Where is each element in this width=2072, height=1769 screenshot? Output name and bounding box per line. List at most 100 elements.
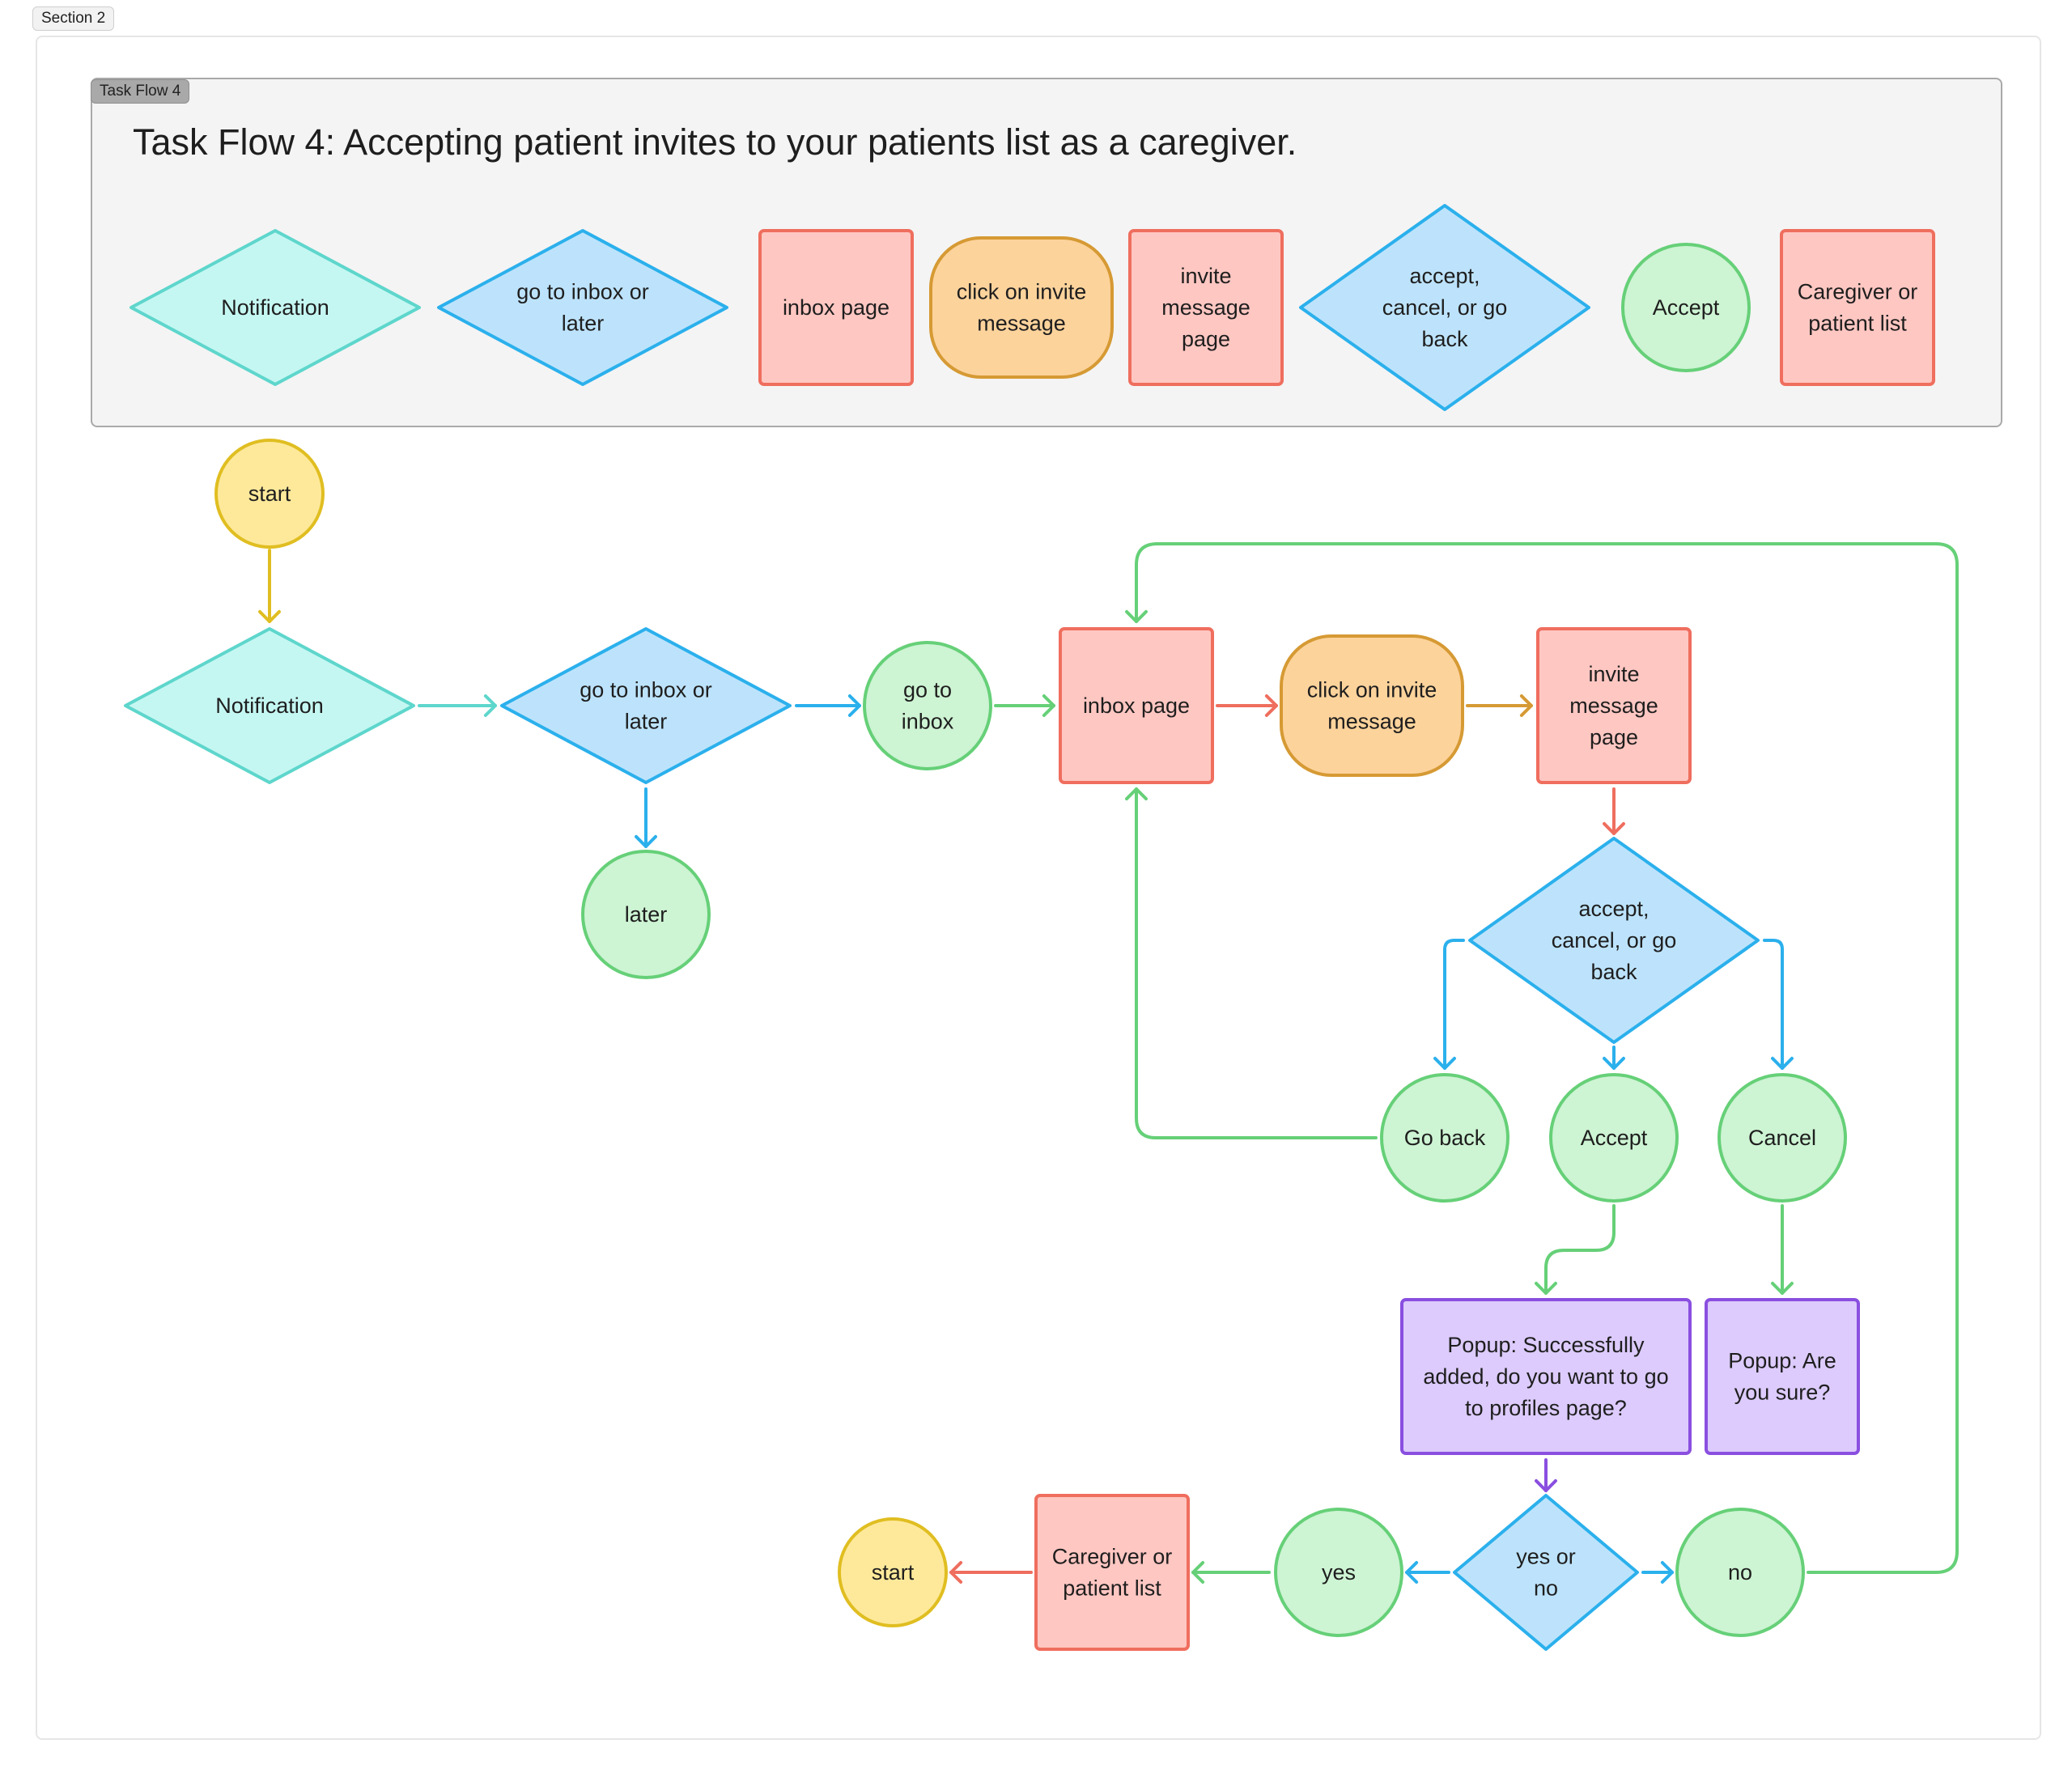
node-accept-cancel-or-go-back-shape (1468, 837, 1760, 1044)
edge-yes-or-no-to-yes[interactable] (1405, 1561, 1450, 1584)
node-caregiver-or-patient-list-shape (1034, 1494, 1190, 1651)
arrowhead-icon (635, 834, 657, 848)
node-no[interactable]: nono (1675, 1508, 1805, 1637)
legend-invite-message-page-shape (1128, 229, 1284, 386)
arrowhead-icon (1125, 609, 1148, 623)
edge-accept-cancel-or-go-back-to-cancel[interactable] (1763, 939, 1794, 1070)
edge-accept-to-popup-successfully-added[interactable] (1535, 1204, 1616, 1295)
legend-notification-label: Notification (221, 295, 329, 320)
arrowhead-icon (1771, 1281, 1794, 1295)
legend-caregiver-or-patient-list-shape (1780, 229, 1935, 386)
node-accept-label: Accept (1581, 1126, 1648, 1150)
edge-no-to-inbox-page[interactable] (1125, 542, 1959, 1574)
legend-accept[interactable]: AcceptAccept (1621, 243, 1751, 372)
connector-line (1135, 787, 1378, 1139)
node-notification-label: Notification (215, 694, 324, 718)
node-notification[interactable]: NotificationNotification (124, 627, 415, 784)
edge-go-to-inbox-or-later-to-go-to-inbox[interactable] (795, 694, 861, 717)
arrowhead-icon (1125, 787, 1148, 801)
node-popup-successfully-added-shape (1400, 1298, 1692, 1455)
node-accept-shape (1549, 1073, 1679, 1203)
edge-yes-or-no-to-no[interactable] (1641, 1561, 1674, 1584)
node-go-back-shape (1380, 1073, 1509, 1203)
node-no-label: no (1728, 1560, 1752, 1584)
arrowhead-icon (949, 1561, 963, 1584)
edge-notification-to-go-to-inbox-or-later[interactable] (418, 694, 497, 717)
legend-inbox-page-shape (758, 229, 914, 386)
node-go-to-inbox-or-later-shape (500, 627, 792, 784)
node-cancel[interactable]: CancelCancel (1717, 1073, 1847, 1203)
arrowhead-icon (1042, 694, 1055, 717)
node-cancel-label: Cancel (1748, 1126, 1816, 1150)
arrowhead-icon (847, 694, 861, 717)
edge-start-top-to-notification[interactable] (258, 549, 281, 623)
edge-go-back-to-inbox-page[interactable] (1125, 787, 1378, 1139)
section-label[interactable]: Section 2 (32, 6, 115, 31)
arrowhead-icon (1405, 1561, 1419, 1584)
edge-caregiver-or-patient-list-to-start-end[interactable] (949, 1561, 1033, 1584)
node-notification-shape (124, 627, 415, 784)
node-inbox-page[interactable]: inbox pageinbox page (1059, 627, 1214, 784)
legend-inbox-page-label: inbox page (783, 295, 890, 320)
arrowhead-icon (1519, 694, 1533, 717)
edge-yes-to-caregiver-or-patient-list[interactable] (1191, 1561, 1271, 1584)
arrowhead-icon (1264, 694, 1278, 717)
legend-inbox-page[interactable]: inbox pageinbox page (758, 229, 914, 386)
edge-popup-successfully-added-to-yes-or-no[interactable] (1535, 1458, 1557, 1492)
legend-frame-label[interactable]: Task Flow 4 (91, 79, 190, 104)
node-later-label: later (625, 902, 668, 927)
arrowhead-icon (1603, 1056, 1625, 1070)
node-start-top[interactable]: startstart (214, 439, 325, 549)
arrowhead-icon (483, 694, 497, 717)
edge-accept-cancel-or-go-back-to-accept[interactable] (1603, 1046, 1625, 1070)
page-title: Task Flow 4: Accepting patient invites t… (133, 121, 1297, 163)
edge-click-on-invite-message-to-invite-message-page[interactable] (1466, 694, 1533, 717)
edge-accept-cancel-or-go-back-to-go-back[interactable] (1433, 939, 1465, 1070)
node-go-back-label: Go back (1404, 1126, 1486, 1150)
edge-cancel-to-popup-are-you-sure[interactable] (1771, 1204, 1794, 1295)
edge-inbox-page-to-click-on-invite-message[interactable] (1216, 694, 1278, 717)
node-yes[interactable]: yesyes (1274, 1508, 1403, 1637)
legend-accept-shape (1621, 243, 1751, 372)
node-start-end[interactable]: startstart (838, 1517, 948, 1627)
arrowhead-icon (1771, 1056, 1794, 1070)
connector-line (1763, 939, 1784, 1070)
edge-go-to-inbox-or-later-to-later[interactable] (635, 787, 657, 848)
node-accept[interactable]: AcceptAccept (1549, 1073, 1679, 1203)
node-inbox-page-shape (1059, 627, 1214, 784)
arrowhead-icon (1191, 1561, 1205, 1584)
node-start-top-label: start (248, 481, 291, 506)
legend-click-on-invite-message-shape (929, 236, 1114, 379)
legend-notification[interactable]: NotificationNotification (130, 229, 421, 386)
legend-accept-label: Accept (1653, 295, 1720, 320)
edge-go-to-inbox-to-inbox-page[interactable] (994, 694, 1055, 717)
edge-invite-message-page-to-accept-cancel-or-go-back[interactable] (1603, 787, 1625, 835)
legend-accept-cancel-or-go-back-shape (1299, 204, 1590, 411)
